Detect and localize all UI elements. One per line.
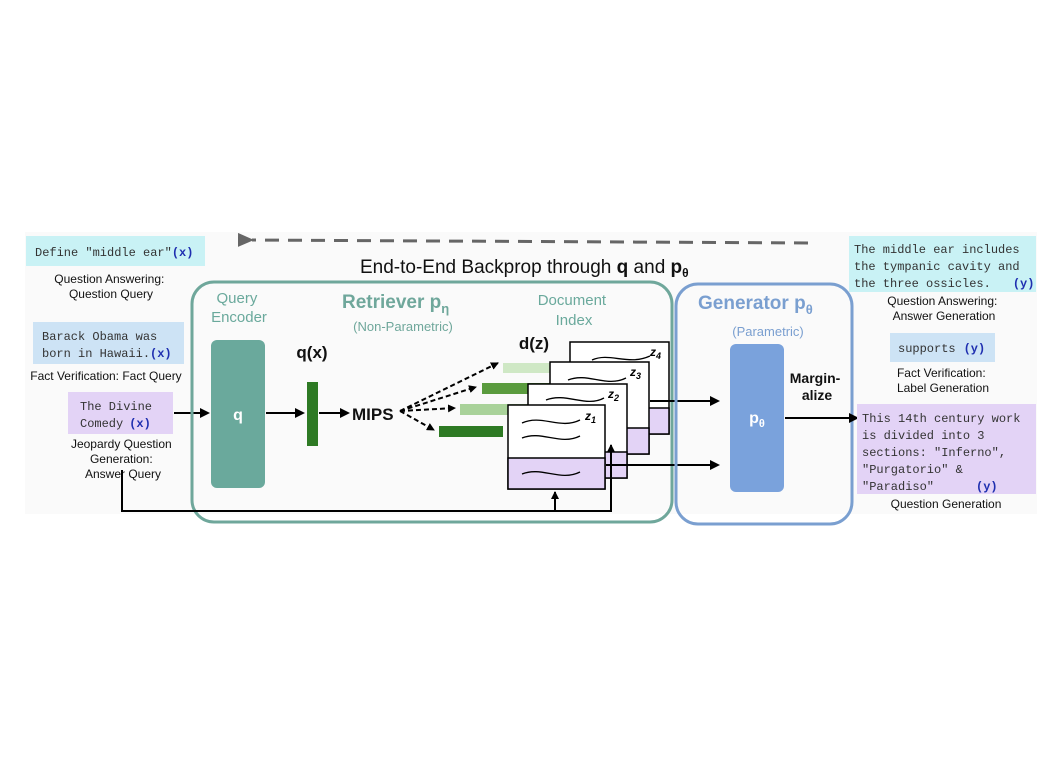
middle-ear-query-text: Define "middle ear"(x)	[35, 246, 193, 260]
svg-text:z3: z3	[629, 365, 641, 381]
doc-vector-3	[482, 383, 550, 394]
divine-query-text: The Divine Comedy(x)	[80, 400, 159, 431]
supports-label-box	[890, 333, 995, 362]
query-encoder-box	[211, 340, 265, 488]
svg-text:z1: z1	[584, 409, 596, 425]
middle-ear-query-box	[26, 236, 205, 266]
middle-ear-query-caption: Question Answering: Question Query	[54, 272, 167, 301]
obama-query-box	[33, 322, 184, 364]
supports-label-text: supports(y)	[898, 342, 985, 356]
query-encoder-q: q	[233, 407, 243, 424]
mips-arrow-4	[399, 410, 435, 431]
dz-label: d(z)	[519, 334, 549, 353]
divine-query-box	[68, 392, 173, 434]
document-z1: z1	[507, 404, 606, 490]
generator-subtitle: (Parametric)	[732, 324, 804, 339]
divine-answer-text: This 14th century work is divided into 3…	[862, 412, 1028, 494]
retriever-title: Retriever pη	[342, 292, 449, 316]
generator-box	[730, 344, 784, 492]
query-to-z1-line	[555, 444, 615, 512]
doc-vector-2	[460, 404, 528, 415]
doc-vector-1	[439, 426, 503, 437]
obama-query-caption: Fact Verification: Fact Query	[30, 369, 181, 383]
mips-arrow-3	[399, 404, 456, 413]
divine-answer-box	[857, 404, 1036, 494]
query-passthrough-line	[121, 470, 559, 512]
svg-text:z2: z2	[607, 387, 619, 403]
query-vector	[307, 382, 318, 446]
mips-label: MIPS	[352, 405, 394, 424]
divine-answer-caption: Question Generation	[891, 497, 1002, 511]
document-index-label: Document Index	[538, 292, 611, 329]
marginalize-label: Margin- alize	[790, 370, 844, 403]
backprop-label: End-to-End Backprop through q and pθ	[360, 257, 689, 280]
svg-text:z4: z4	[649, 345, 661, 361]
mips-arrow-1	[399, 362, 499, 412]
generator-p-label: pθ	[749, 410, 765, 430]
generator-title: Generator pθ	[698, 293, 813, 317]
backprop-arrow	[237, 232, 809, 247]
retriever-subtitle: (Non-Parametric)	[353, 319, 453, 334]
query-encoder-label: Query Encoder	[211, 290, 267, 326]
mips-arrow-2	[399, 385, 477, 412]
obama-query-text: Barack Obama was born in Hawaii.(x)	[42, 330, 172, 361]
middle-ear-answer-text: The middle ear includes the tympanic cav…	[854, 243, 1034, 291]
supports-label-caption: Fact Verification: Label Generation	[897, 366, 989, 395]
middle-ear-answer-box	[849, 236, 1036, 292]
doc-vector-4	[503, 363, 569, 373]
qx-label: q(x)	[296, 343, 327, 362]
generator-container	[674, 282, 854, 526]
middle-ear-answer-caption: Question Answering: Answer Generation	[887, 294, 1000, 323]
